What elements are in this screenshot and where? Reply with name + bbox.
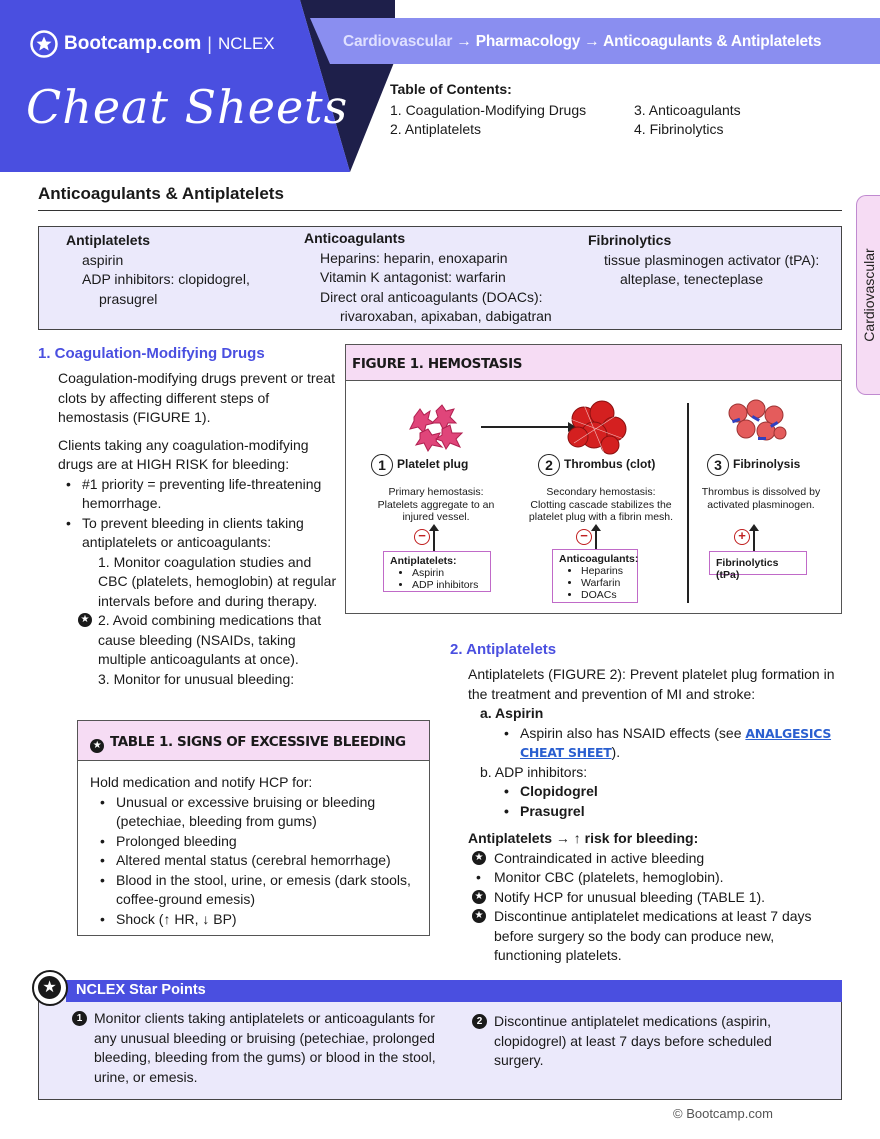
arrow-head-icon (568, 422, 576, 432)
star-points-header: NCLEX Star Points (66, 980, 842, 1002)
step-1: 1. Monitor coagulation studies and CBC (… (98, 553, 337, 609)
header-blue-band (0, 0, 350, 172)
step-3: 3. Monitor for unusual bleeding: (98, 670, 295, 687)
list-item: •Unusual or excessive bruising or bleedi… (100, 793, 376, 830)
section1-body: Coagulation-modifying drugs prevent or t… (58, 369, 338, 689)
cheat-sheets-title: Cheat Sheets (26, 80, 349, 134)
arrow-up-icon (429, 524, 439, 551)
table1-header: ★TABLE 1. SIGNS OF EXCESSIVE BLEEDING (78, 721, 429, 761)
star-icon: ★ (472, 850, 486, 865)
breadcrumb-bar (310, 18, 880, 64)
list-item: •Clopidogrel (504, 783, 598, 799)
table-of-contents: Table of Contents: 1. Coagulation-Modify… (390, 80, 741, 137)
section2-heading: 2. Antiplatelets (450, 641, 557, 658)
thrombus-clot-icon (567, 400, 627, 455)
caption-secondary: Secondary hemostasis:Clotting cascade st… (528, 486, 674, 523)
overview-antiplatelets: Antiplatelets aspirin ADP inhibitors: cl… (66, 232, 250, 307)
section1-paragraph-1: Coagulation-modifying drugs prevent or t… (58, 370, 336, 425)
list-item: ★Contraindicated in active bleeding (468, 849, 843, 869)
minus-sign-icon: − (414, 529, 430, 545)
breadcrumb-pharmacology[interactable]: Pharmacology (475, 33, 581, 50)
brand-logo[interactable]: Bootcamp.com | NCLEX (30, 30, 275, 58)
list-item: •Altered mental status (cerebral hemorrh… (100, 852, 391, 868)
analgesics-cheat-sheet-link[interactable]: ANALGESICS CHEAT SHEET (520, 725, 832, 761)
star-icon: ★ (472, 889, 486, 904)
list-item: ★Discontinue antiplatelet medications at… (468, 907, 818, 966)
brand-name: Bootcamp.com (64, 33, 202, 54)
progress-arrow-1 (481, 426, 571, 428)
list-item: •Shock (↑ HR, ↓ BP) (100, 910, 237, 927)
side-tab-cardiovascular[interactable]: Cardiovascular (856, 195, 880, 395)
figure1-title: FIGURE 1. HEMOSTASIS (346, 345, 841, 381)
star-point-2: 2 Discontinue antiplatelet medications (… (472, 1012, 822, 1071)
title-divider (38, 210, 842, 211)
breadcrumb-cardiovascular[interactable]: Cardiovascular (343, 33, 453, 50)
fibrinolysis-icon (728, 399, 787, 441)
antiplatelets-box: Antiplatelets: AspirinADP inhibitors (383, 551, 491, 592)
page-title: Anticoagulants & Antiplatelets (38, 184, 284, 203)
caption-primary: Primary hemostasis:Platelets aggregate t… (377, 486, 495, 523)
toc-item-1[interactable]: 1. Coagulation-Modifying Drugs (390, 102, 587, 118)
toc-title: Table of Contents: (390, 81, 512, 97)
toc-item-4[interactable]: 4. Fibrinolytics (634, 121, 724, 137)
fibrinolytics-box: Fibrinolytics (tPa) (709, 551, 807, 581)
toc-item-3[interactable]: 3. Anticoagulants (634, 102, 741, 118)
overview-anticoagulants: Anticoagulants Heparins: heparin, enoxap… (304, 230, 552, 324)
table1-body: Hold medication and notify HCP for: •Unu… (90, 773, 425, 929)
plus-sign-icon: + (734, 529, 750, 545)
section1-paragraph-2: Clients taking any coagulation-modifying… (58, 436, 309, 473)
anticoagulants-box: Anticoagulants: HeparinsWarfarinDOACs (552, 549, 638, 603)
table1-excessive-bleeding: ★TABLE 1. SIGNS OF EXCESSIVE BLEEDING Ho… (77, 720, 430, 936)
section2-body: Antiplatelets (FIGURE 2): Prevent platel… (468, 665, 843, 966)
bleeding-risk-heading: Antiplatelets → ↑ risk for bleeding: (468, 830, 699, 846)
step-2: ★2. Avoid combining medications that cau… (58, 611, 338, 670)
footer-copyright: © Bootcamp.com (673, 1106, 773, 1121)
arrow-up-icon (749, 524, 759, 551)
star-icon: ★ (78, 613, 92, 627)
list-item: •Prasugrel (504, 802, 585, 819)
list-item: •Prolonged bleeding (100, 832, 237, 849)
figure-divider (687, 403, 689, 603)
product-name: NCLEX (217, 34, 275, 53)
arrow-up-icon (591, 524, 601, 551)
breadcrumb: Cardiovascular → Pharmacology → Anticoag… (343, 33, 822, 50)
list-item: ★Notify HCP for unusual bleeding (TABLE … (468, 888, 843, 908)
breadcrumb-current: Anticoagulants & Antiplatelets (603, 33, 822, 50)
overview-fibrinolytics: Fibrinolytics tissue plasminogen activat… (588, 232, 820, 287)
toc-item-2[interactable]: 2. Antiplatelets (390, 121, 482, 137)
drug-overview-box: Antiplatelets aspirin ADP inhibitors: cl… (38, 226, 842, 330)
aspirin-note: •Aspirin also has NSAID effects (see ANA… (504, 724, 832, 761)
star-icon: ★ (90, 739, 104, 753)
minus-sign-icon: − (576, 529, 592, 545)
star-badge-icon: ★ (32, 970, 68, 1006)
bullet-prevent-bleeding: •To prevent bleeding in clients taking a… (66, 514, 304, 551)
star-icon: ★ (472, 909, 486, 923)
bullet-priority: •#1 priority = preventing life-threateni… (66, 475, 322, 512)
list-item: •Blood in the stool, urine, or emesis (d… (100, 871, 411, 908)
section1-heading: 1. Coagulation-Modifying Drugs (38, 345, 265, 362)
list-item: •Monitor CBC (platelets, hemoglobin). (476, 869, 724, 885)
platelet-cluster-icon (409, 404, 464, 452)
star-logo-icon (30, 30, 58, 58)
star-point-1: 1 Monitor clients taking antiplatelets o… (72, 1009, 442, 1087)
